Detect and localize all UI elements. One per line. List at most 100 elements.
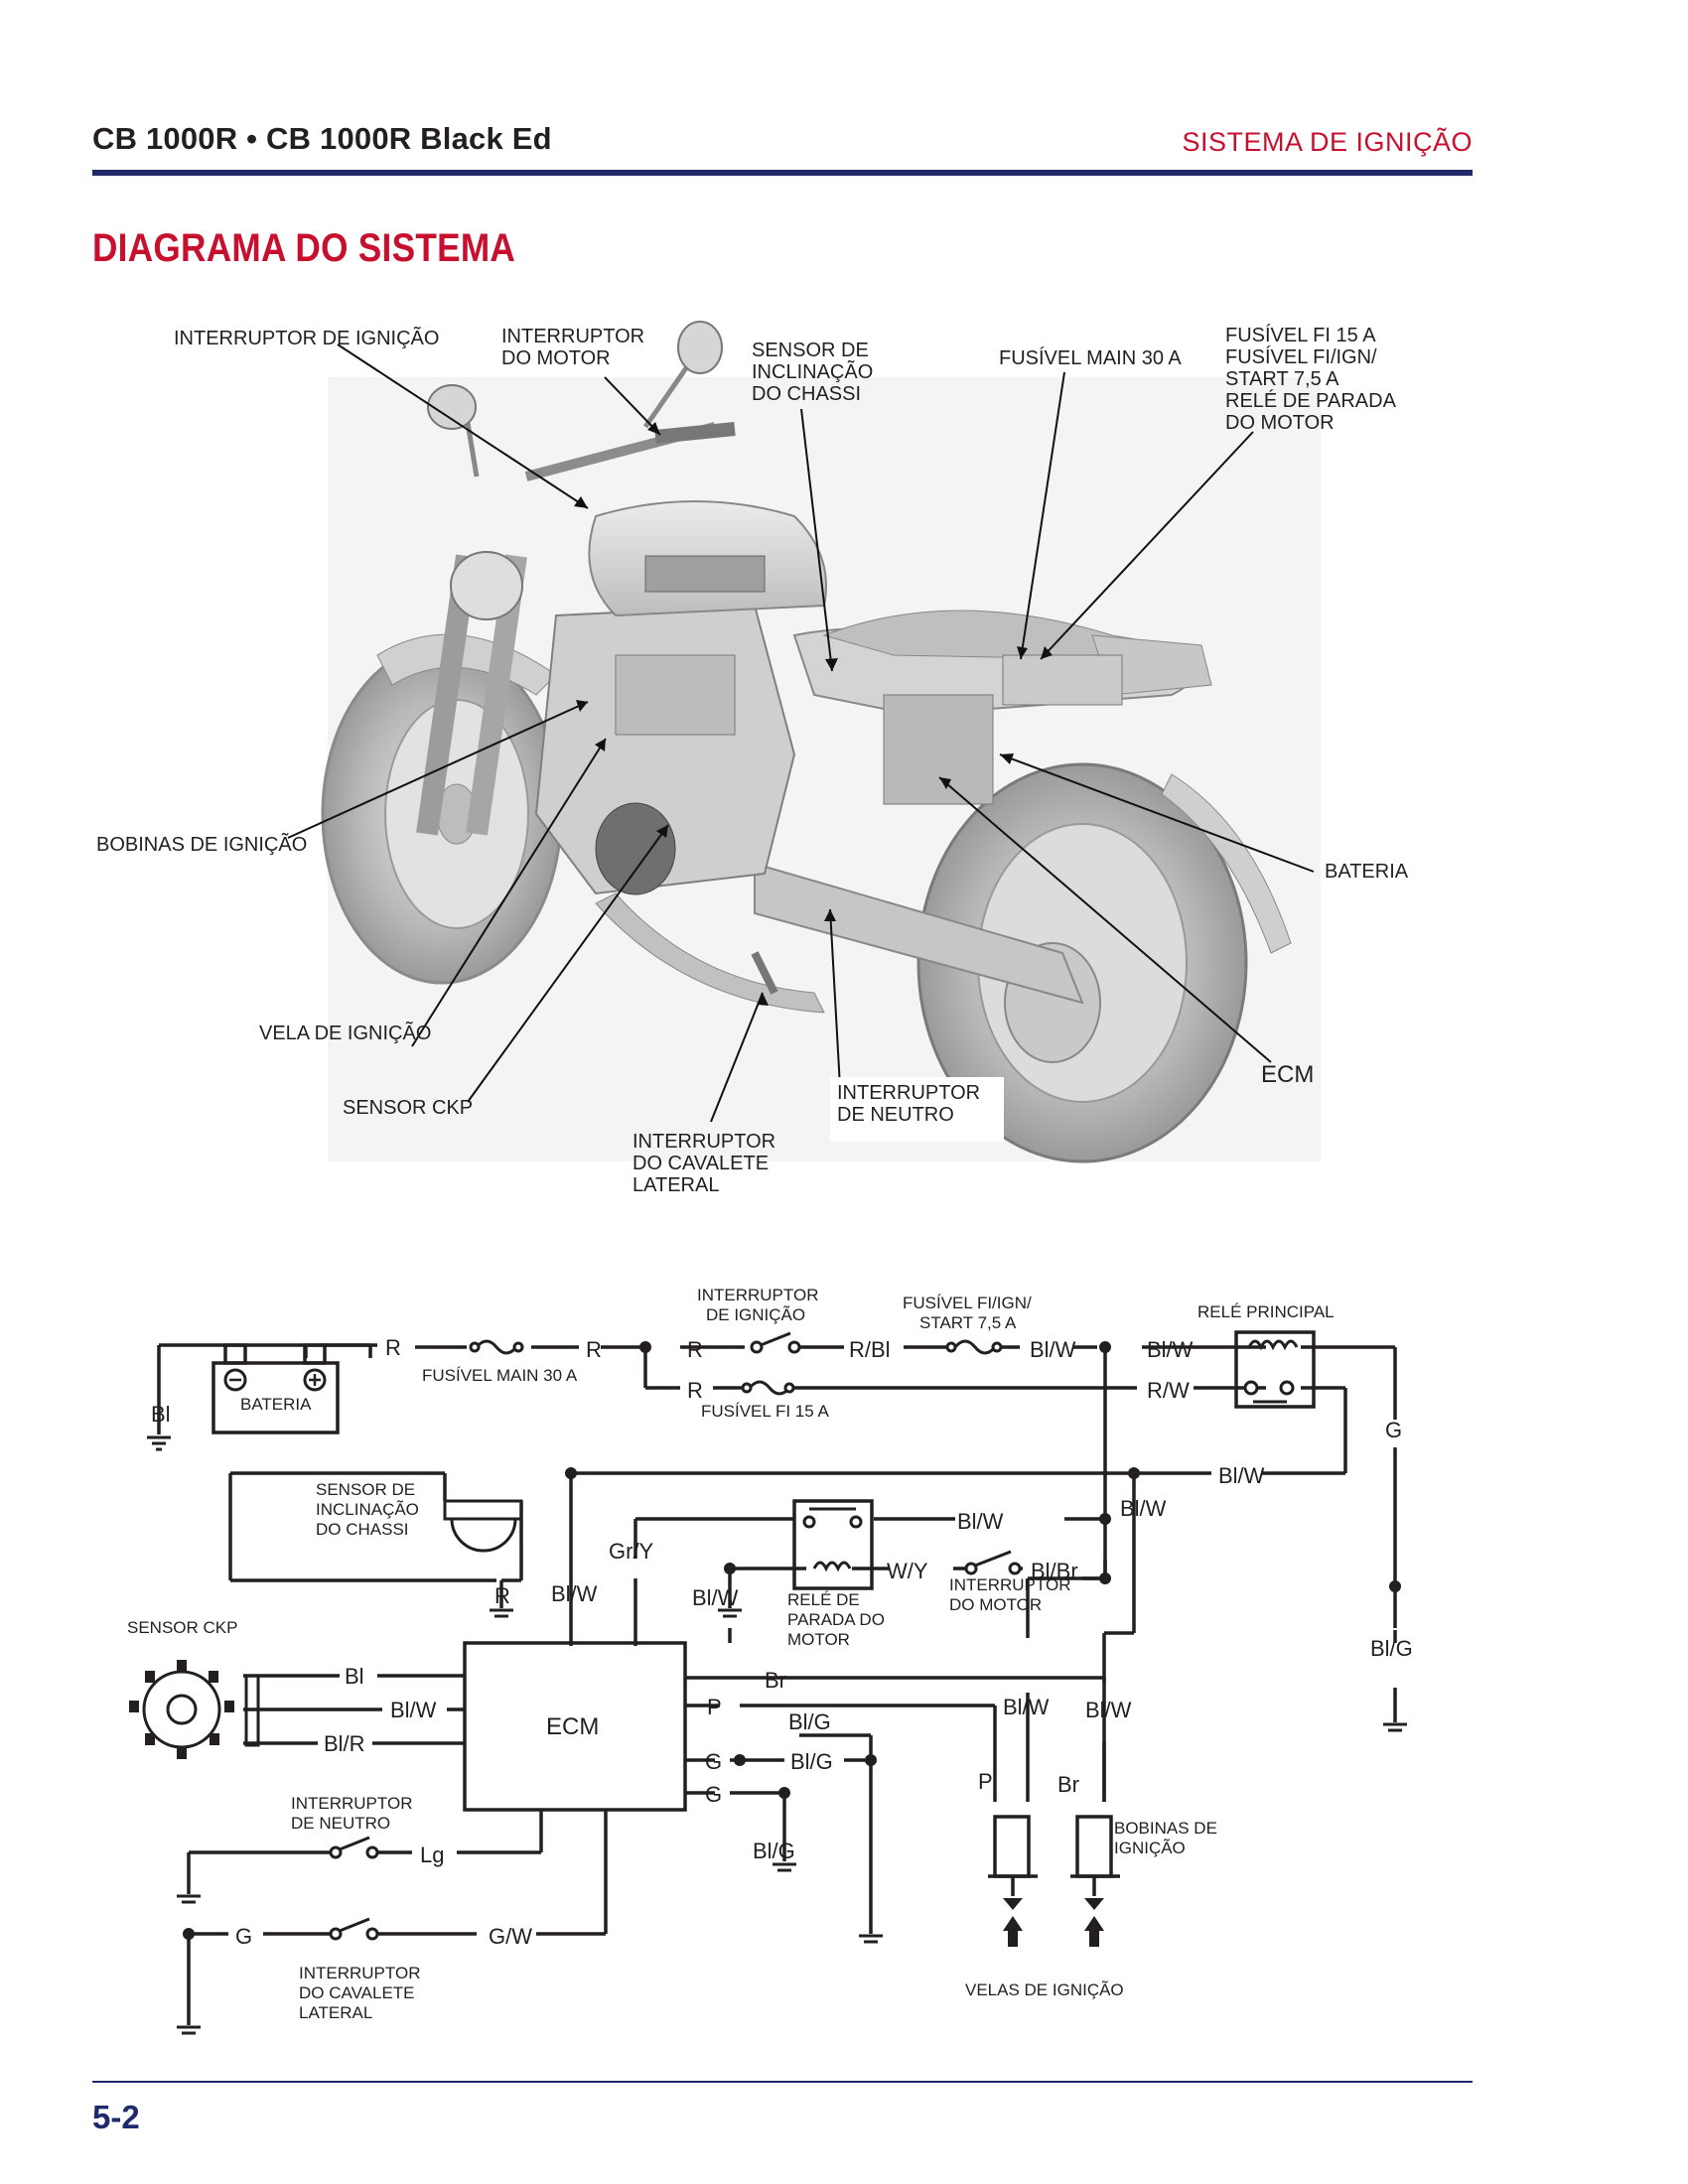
label-side-stand-1: INTERRUPTOR (299, 1964, 420, 1982)
header-section: SISTEMA DE IGNIÇÃO (1182, 127, 1473, 157)
wire-gr-y: Gr/Y (609, 1539, 654, 1564)
wire-bl-g-1: Bl/G (1370, 1636, 1413, 1661)
motorcycle-illustration: INTERRUPTOR DE IGNIÇÃO INTERRUPTOR DO MO… (96, 321, 1409, 1196)
wire-r-2: R (586, 1337, 602, 1362)
callout-side-stand-1: INTERRUPTOR (633, 1131, 775, 1153)
label-fi-ign-fuse-2: START 7,5 A (919, 1313, 1017, 1332)
ground-symbols (147, 1435, 1407, 2035)
label-coils-2: IGNIÇÃO (1114, 1839, 1186, 1857)
label-stop-relay-3: MOTOR (787, 1630, 850, 1649)
wire-r-bl: R/Bl (849, 1337, 891, 1362)
label-ignition-switch-1: INTERRUPTOR (697, 1286, 818, 1304)
label-ecm: ECM (546, 1713, 599, 1740)
wire-p-coil: P (978, 1769, 993, 1794)
label-battery: BATERIA (240, 1395, 312, 1414)
wire-bl-w-3: Bl/W (1218, 1463, 1265, 1488)
wire-bl-w-7: Bl/W (692, 1585, 739, 1610)
wire-bl-g-4: Bl/G (753, 1839, 795, 1863)
wire-bl-g-3: Bl/G (790, 1749, 833, 1774)
callout-ignition-coils: BOBINAS DE IGNIÇÃO (96, 832, 307, 856)
header-rule (92, 170, 1473, 176)
header-model: CB 1000R • CB 1000R Black Ed (92, 121, 552, 156)
callout-battery: BATERIA (1325, 861, 1409, 883)
page-title: DIAGRAMA DO SISTEMA (92, 226, 516, 270)
wire-bl-w-8: Bl/W (1003, 1695, 1050, 1719)
callout-neutral-bg (830, 1077, 1004, 1142)
wire-lg: Lg (420, 1843, 444, 1867)
wire-p: P (707, 1695, 722, 1719)
label-ckp-sensor: SENSOR CKP (127, 1618, 237, 1637)
label-bank-angle-3: DO CHASSI (316, 1520, 409, 1539)
wire-br-coil: Br (1057, 1772, 1079, 1797)
callout-fuse-group-4: RELÉ DE PARADA (1225, 389, 1397, 412)
label-ignition-switch-2: DE IGNIÇÃO (706, 1305, 805, 1324)
label-engine-stop-1: INTERRUPTOR (949, 1575, 1070, 1594)
wire-g-stand: G (235, 1924, 252, 1949)
battery-terminal-glyphs (229, 1374, 321, 1386)
schematic-wires (157, 1330, 1397, 2025)
label-bank-angle-1: SENSOR DE (316, 1480, 415, 1499)
wire-bl-battery: Bl (151, 1402, 171, 1427)
junction-dots (183, 1341, 1401, 1940)
wire-r-w: R/W (1147, 1378, 1190, 1403)
wire-bl-w-4: Bl/W (1120, 1496, 1167, 1521)
callout-engine-stop-switch-2: DO MOTOR (501, 347, 611, 369)
label-main-fuse: FUSÍVEL MAIN 30 A (422, 1366, 578, 1385)
label-fi-ign-fuse-1: FUSÍVEL FI/IGN/ (903, 1294, 1032, 1312)
callout-neutral-switch-2: DE NEUTRO (837, 1104, 954, 1126)
label-neutral-2: DE NEUTRO (291, 1814, 390, 1833)
wire-bl-w-6: Bl/W (551, 1581, 598, 1606)
label-stop-relay-2: PARADA DO (787, 1610, 885, 1629)
motorcycle-drawing (321, 321, 1321, 1163)
callout-spark-plug: VELA DE IGNIÇÃO (259, 1021, 431, 1044)
callout-main-fuse: FUSÍVEL MAIN 30 A (999, 346, 1182, 369)
callout-bank-angle-1: SENSOR DE (752, 340, 869, 361)
wire-br: Br (765, 1668, 786, 1693)
callout-arrowheads (574, 422, 1053, 1006)
callout-bank-angle-3: DO CHASSI (752, 383, 861, 405)
wire-bl-w-1: Bl/W (1030, 1337, 1076, 1362)
wiring-schematic: Bl R R R R R/Bl Bl/W Bl/W R/W G Bl/W Bl/… (127, 1286, 1413, 2035)
label-stop-relay-1: RELÉ DE (787, 1590, 860, 1609)
callout-leaders (287, 343, 1315, 1123)
wire-g-1: G (705, 1749, 722, 1774)
callout-ignition-switch: INTERRUPTOR DE IGNIÇÃO (174, 326, 439, 349)
wire-bl-br: Bl/Br (1031, 1559, 1078, 1583)
callout-fuse-group-2: FUSÍVEL FI/IGN/ (1225, 345, 1377, 368)
callout-engine-stop-switch-1: INTERRUPTOR (501, 326, 644, 347)
wire-bl-w-ckp: Bl/W (390, 1698, 437, 1722)
callout-ecm: ECM (1261, 1061, 1314, 1088)
page-number: 5-2 (92, 2099, 140, 2135)
callout-bank-angle-2: INCLINAÇÃO (752, 359, 873, 383)
wire-bl-ckp: Bl (345, 1664, 364, 1689)
wire-bl-g-2: Bl/G (788, 1709, 831, 1734)
footer-rule (92, 2081, 1473, 2083)
wire-r-sensor: R (494, 1583, 510, 1608)
wire-g-w: G/W (489, 1924, 532, 1949)
label-coils-1: BOBINAS DE (1114, 1819, 1217, 1838)
label-side-stand-2: DO CAVALETE (299, 1983, 415, 2002)
wire-r-1: R (385, 1335, 401, 1360)
wire-r-4: R (687, 1378, 703, 1403)
wire-bl-r: Bl/R (324, 1731, 365, 1756)
label-plugs: VELAS DE IGNIÇÃO (965, 1980, 1124, 1999)
label-side-stand-3: LATERAL (299, 2003, 372, 2022)
wire-g-relay: G (1385, 1418, 1402, 1442)
callout-fuse-group-3: START 7,5 A (1225, 368, 1339, 390)
wire-r-3: R (687, 1337, 703, 1362)
callout-fuse-group-5: DO MOTOR (1225, 412, 1335, 434)
label-fi-fuse: FUSÍVEL FI 15 A (701, 1402, 829, 1421)
wire-bl-w-9: Bl/W (1085, 1698, 1132, 1722)
label-main-relay: RELÉ PRINCIPAL (1197, 1302, 1335, 1321)
label-engine-stop-2: DO MOTOR (949, 1595, 1042, 1614)
ckp-teeth (129, 1660, 234, 1759)
callout-fuse-group-1: FUSÍVEL FI 15 A (1225, 324, 1376, 346)
wire-bl-w-2: Bl/W (1147, 1337, 1194, 1362)
wire-w-y: W/Y (887, 1559, 928, 1583)
wire-g-2: G (705, 1782, 722, 1807)
callout-side-stand-2: DO CAVALETE (633, 1153, 769, 1174)
callout-neutral-switch-1: INTERRUPTOR (837, 1082, 980, 1104)
label-bank-angle-2: INCLINAÇÃO (316, 1500, 419, 1519)
wire-bl-w-5: Bl/W (957, 1509, 1004, 1534)
main-fuse-symbol (475, 1339, 518, 1355)
